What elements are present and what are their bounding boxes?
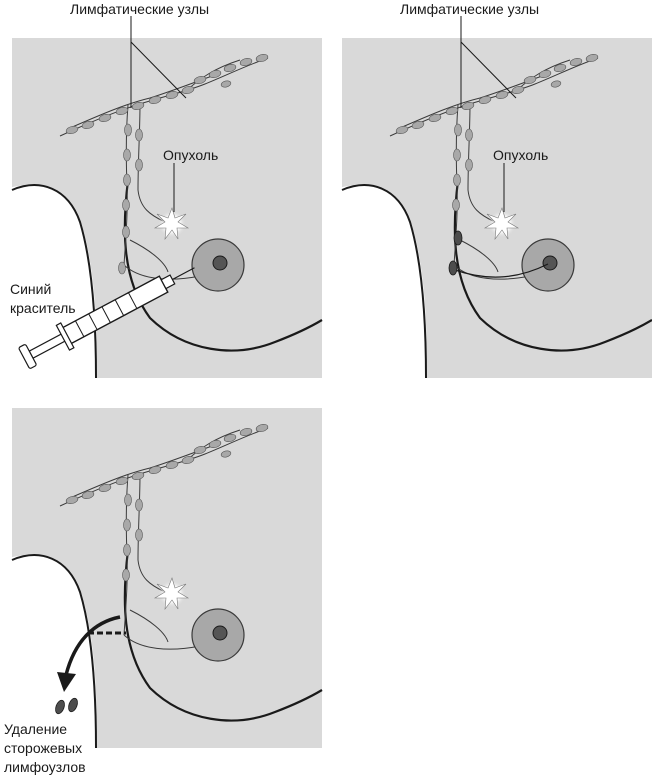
blue-dye-label-line1: Синий [10,281,51,297]
removal-label-line3: лимфоузлов [4,759,86,775]
lymph-nodes-label: Лимфатические узлы [400,1,539,17]
tumor-label: Опухоль [163,147,218,163]
removed-node [68,697,78,713]
removal-arrow-icon [64,615,121,676]
removed-node [55,699,65,715]
blue-dye-label-line2: краситель [10,300,76,316]
stained-sentinel-node [448,260,458,276]
syringe-icon [18,267,195,369]
lymph-nodes-label: Лимфатические узлы [70,1,209,17]
removal-label-line1: Удаление [4,721,67,737]
panel-1-injection: Лимфатические узлы Опухоль Синий красите… [0,1,324,380]
stained-sentinel-node [453,230,463,246]
panel-2-dye-uptake: Лимфатические узлы Опухоль [328,1,652,380]
removal-label-line2: сторожевых [4,740,82,756]
panel-3-removal: Удаление сторожевых лимфоузлов [0,408,324,775]
tumor-label: Опухоль [493,147,548,163]
